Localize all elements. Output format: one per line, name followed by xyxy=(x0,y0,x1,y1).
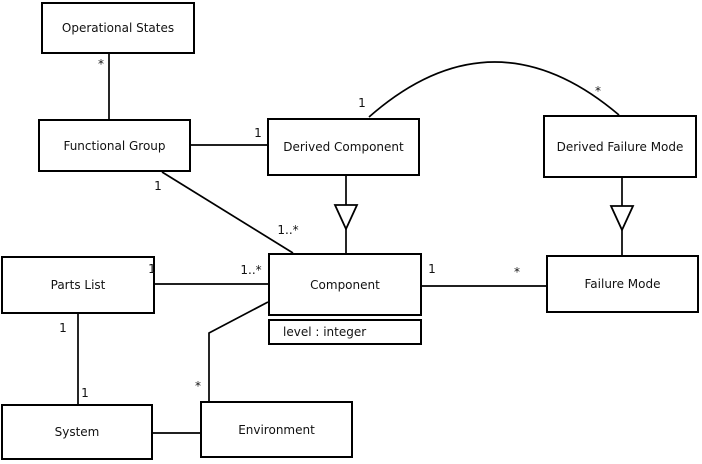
multiplicity-component-end-left: 1..* xyxy=(240,263,262,277)
multiplicity-system-end: 1 xyxy=(81,386,89,400)
class-box-failure-mode[interactable]: Failure Mode xyxy=(546,255,699,313)
multiplicity-component-end-diagonal: 1..* xyxy=(277,223,299,237)
class-box-component-attributes[interactable]: level : integer xyxy=(268,319,422,345)
multiplicity-operational-states: * xyxy=(98,57,104,71)
class-name: Operational States xyxy=(61,21,175,35)
connector-derived-component-derived-failure-mode-arc xyxy=(368,61,620,118)
class-box-parts-list[interactable]: Parts List xyxy=(1,256,155,314)
class-name: Component xyxy=(310,277,380,292)
multiplicity-parts-list-end: 1 xyxy=(148,262,156,276)
multiplicity-arc-derived-component-end: 1 xyxy=(358,96,366,110)
class-name: Functional Group xyxy=(63,138,166,153)
multiplicity-failure-mode-end: * xyxy=(514,265,520,279)
generalization-triangle-icon xyxy=(609,205,635,233)
multiplicity-environment-end: * xyxy=(195,379,201,393)
multiplicity-component-end-right: 1 xyxy=(428,262,436,276)
connector-functional-group-component xyxy=(161,171,294,254)
class-box-component[interactable]: Component xyxy=(268,253,422,316)
connector-environment-component xyxy=(208,301,269,401)
multiplicity-parts-list-bottom: 1 xyxy=(59,321,67,335)
class-box-derived-component[interactable]: Derived Component xyxy=(267,118,420,176)
multiplicity-derived-component-end: 1 xyxy=(254,126,262,140)
class-box-system[interactable]: System xyxy=(1,404,153,460)
class-name: Environment xyxy=(238,422,315,437)
generalization-triangle-icon xyxy=(333,204,359,232)
class-name: Derived Failure Mode xyxy=(556,139,684,154)
multiplicity-functional-group-end: 1 xyxy=(154,179,162,193)
class-box-environment[interactable]: Environment xyxy=(200,401,353,458)
class-name: System xyxy=(54,425,100,439)
attribute-label: level : integer xyxy=(283,325,367,339)
class-name: Failure Mode xyxy=(584,277,661,291)
class-name: Parts List xyxy=(50,278,106,292)
multiplicity-arc-derived-failure-mode-end: * xyxy=(595,84,601,98)
class-box-derived-failure-mode[interactable]: Derived Failure Mode xyxy=(543,115,697,178)
class-box-operational-states[interactable]: Operational States xyxy=(41,2,195,54)
class-name: Derived Component xyxy=(283,140,404,154)
class-box-functional-group[interactable]: Functional Group xyxy=(38,119,191,172)
